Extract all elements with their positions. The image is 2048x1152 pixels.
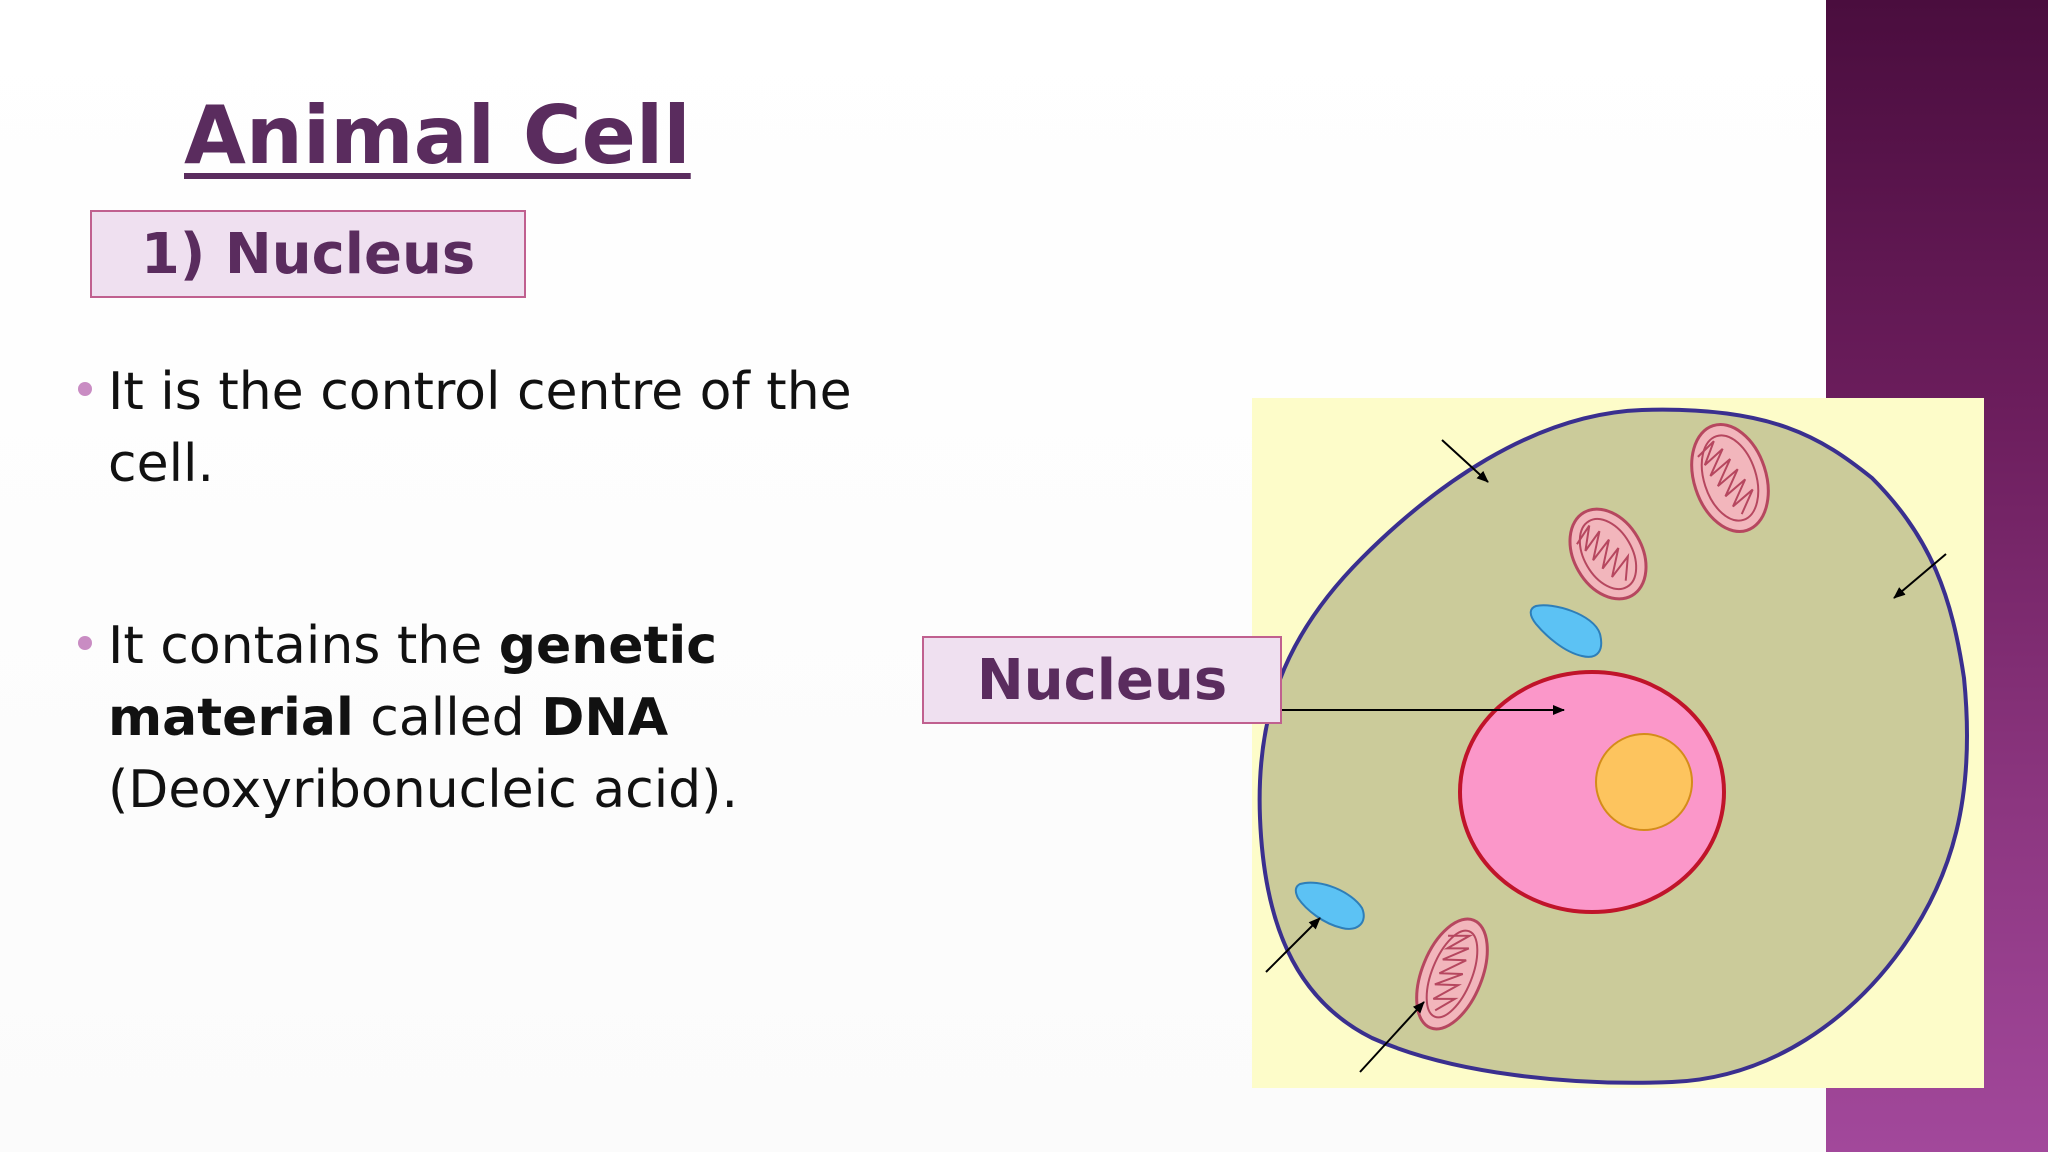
vacuole [1294, 881, 1365, 930]
pointer-arrow-vacuole [1265, 917, 1321, 973]
bullet-text-part: It contains the [108, 616, 499, 676]
bullet-text-part: (Deoxyribonucleic acid). [108, 760, 738, 820]
nucleus [1458, 670, 1726, 914]
nucleus-callout-box: Nucleus [922, 636, 1282, 724]
bullet-icon [78, 382, 92, 396]
cell-diagram-svg [1252, 398, 1984, 1088]
vacuole [1529, 604, 1603, 658]
bullet-text-part: called [353, 688, 542, 748]
pointer-arrow-cytoplasm [1893, 553, 1947, 599]
mitochondrion [1690, 423, 1770, 533]
mitochondrion [1568, 507, 1648, 601]
subtitle-text: 1) Nucleus [140, 221, 476, 287]
bullet-text-part: It is the control centre of the cell. [108, 362, 852, 494]
pointer-arrow-membrane [1441, 439, 1489, 483]
bullet-list: It is the control centre of the cell. It… [76, 356, 936, 826]
slide-title: Animal Cell [184, 89, 691, 182]
nucleus-callout-label: Nucleus [976, 647, 1228, 713]
bullet-item: It is the control centre of the cell. [76, 356, 936, 500]
mitochondrion [1415, 917, 1489, 1031]
pointer-arrow-mitochondrion [1359, 1001, 1425, 1073]
bullet-icon [78, 636, 92, 650]
bullet-text-part-bold: DNA [541, 688, 669, 748]
animal-cell-diagram [1252, 398, 1984, 1088]
nucleolus [1595, 733, 1693, 831]
bullet-item: It contains the genetic material called … [76, 610, 936, 826]
subtitle-box: 1) Nucleus [90, 210, 526, 298]
bullet-text-part-bold: genetic material [108, 616, 718, 748]
